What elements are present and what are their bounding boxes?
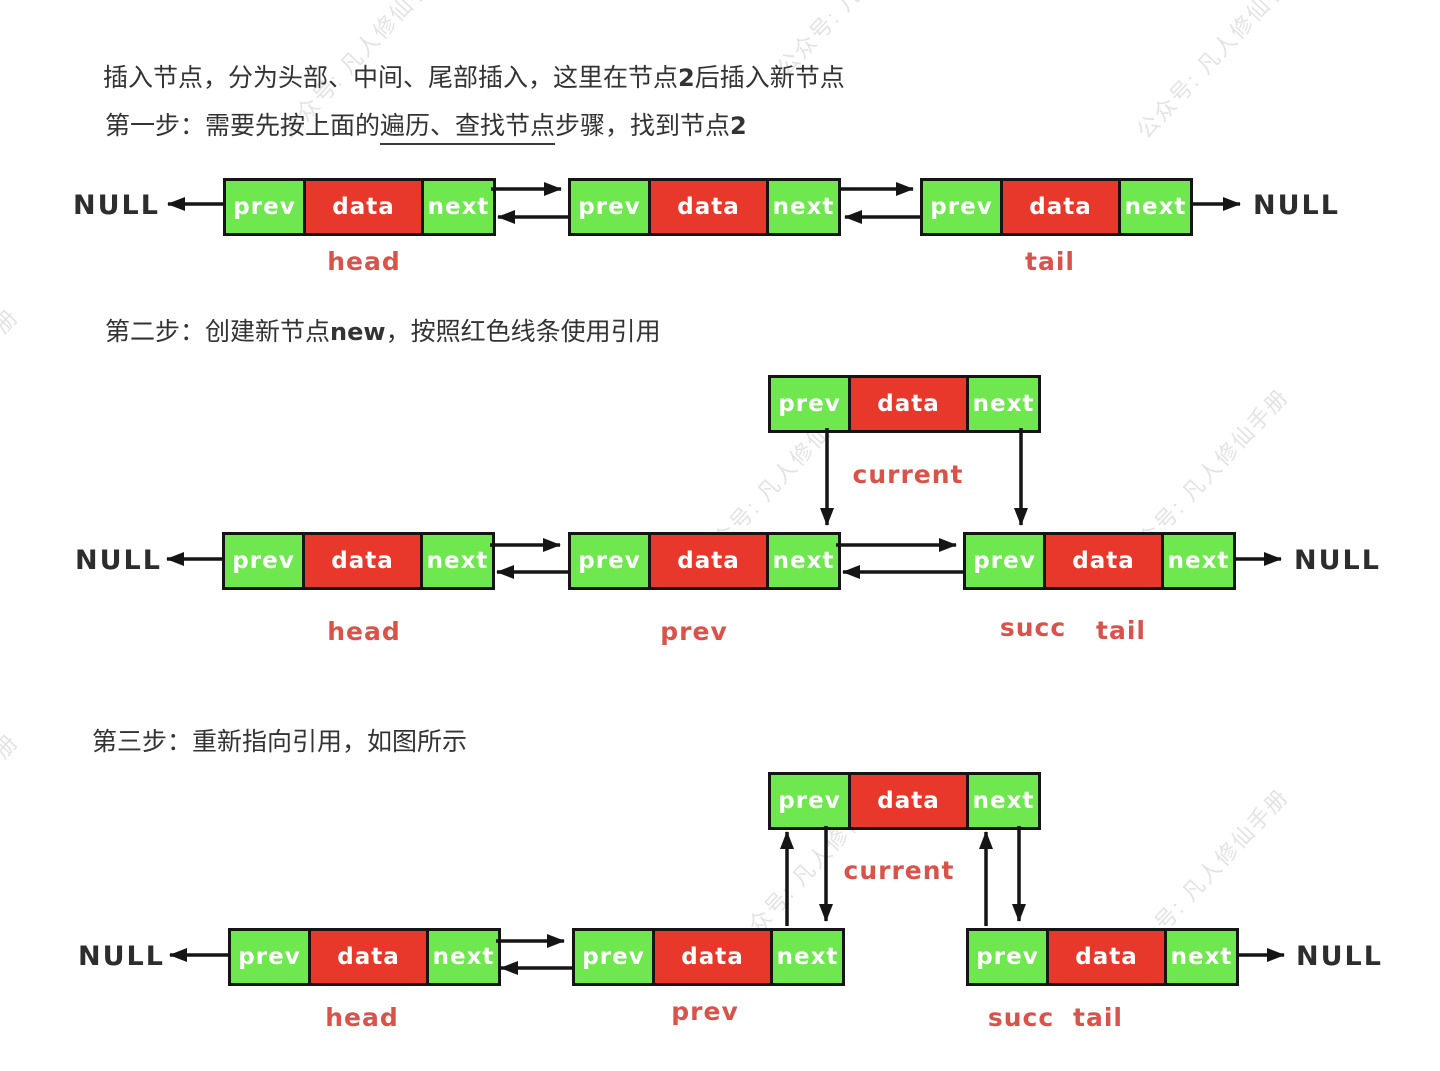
label-tail: tail (1025, 247, 1075, 276)
node-step2-head: prev data next (222, 532, 495, 590)
label-current: current (852, 460, 964, 489)
title-lead: 插入节点，分为头部、中间、尾部插入，这里在节点 (103, 65, 679, 92)
node-cell-data: data (848, 775, 966, 827)
label-tail: tail (1096, 616, 1146, 645)
step3-text: 第三步：重新指向引用，如图所示 (92, 729, 468, 756)
node-step3-current: prev data next (768, 772, 1041, 830)
node-cell-data: data (648, 181, 766, 233)
null-label: NULL (75, 545, 162, 576)
label-prev: prev (671, 997, 739, 1026)
node-cell-prev: prev (225, 535, 302, 587)
node-step1-head: prev data next (223, 178, 496, 236)
label-head: head (327, 617, 401, 646)
node-cell-data: data (848, 378, 966, 430)
label-head: head (325, 1003, 399, 1032)
null-label: NULL (78, 941, 165, 972)
node-cell-prev: prev (771, 378, 848, 430)
node-cell-data: data (652, 931, 770, 983)
watermark: 公众号: 凡人修仙手册 (0, 303, 24, 491)
node-step3-prev: prev data next (572, 928, 845, 986)
node-cell-prev: prev (231, 931, 308, 983)
node-cell-next: next (420, 535, 492, 587)
node-step1-middle: prev data next (568, 178, 841, 236)
node-cell-prev: prev (571, 535, 648, 587)
null-label: NULL (1253, 190, 1340, 221)
node-cell-data: data (1043, 535, 1161, 587)
node-step2-succ-tail: prev data next (963, 532, 1236, 590)
node-step2-current: prev data next (768, 375, 1041, 433)
node-cell-next: next (1118, 181, 1190, 233)
title-tail: 后插入新节点 (694, 65, 845, 92)
node-cell-next: next (770, 931, 842, 983)
node-cell-prev: prev (575, 931, 652, 983)
node-cell-data: data (308, 931, 426, 983)
node-cell-data: data (1000, 181, 1118, 233)
watermark: 公众号: 凡人修仙手册 (1131, 0, 1309, 144)
node-step3-head: prev data next (228, 928, 501, 986)
node-cell-data: data (1046, 931, 1164, 983)
watermark: 公众号: 凡人修仙手册 (0, 728, 24, 916)
node-cell-prev: prev (571, 181, 648, 233)
node-cell-data: data (303, 181, 421, 233)
node-step2-prev: prev data next (568, 532, 841, 590)
label-head: head (327, 247, 401, 276)
label-succ: succ (987, 1003, 1055, 1032)
node-cell-next: next (421, 181, 493, 233)
node-cell-next: next (966, 378, 1038, 430)
step2-line: 第二步：创建新节点new，按照红色线条使用引用 (105, 312, 661, 348)
null-label: NULL (1294, 545, 1381, 576)
node-cell-next: next (766, 535, 838, 587)
node-step1-tail: prev data next (920, 178, 1193, 236)
step3-line: 第三步：重新指向引用，如图所示 (92, 722, 467, 758)
node-cell-data: data (302, 535, 420, 587)
step1-lead: 第一步：需要先按上面的 (105, 113, 381, 140)
node-cell-data: data (648, 535, 766, 587)
label-current: current (843, 856, 955, 885)
label-succ: succ (999, 613, 1067, 642)
title-line: 插入节点，分为头部、中间、尾部插入，这里在节点2后插入新节点 (103, 58, 845, 94)
step1-num: 2 (730, 112, 747, 140)
null-label: NULL (1296, 941, 1383, 972)
title-num: 2 (678, 64, 695, 92)
step2-lead: 第二步：创建新节点 (105, 319, 331, 346)
node-cell-prev: prev (923, 181, 1000, 233)
step1-line: 第一步：需要先按上面的遍历、查找节点步骤，找到节点2 (105, 106, 747, 145)
null-label: NULL (73, 190, 160, 221)
node-cell-next: next (966, 775, 1038, 827)
label-prev: prev (660, 617, 728, 646)
node-cell-prev: prev (966, 535, 1043, 587)
step1-mid: 步骤，找到节点 (555, 113, 731, 140)
node-cell-next: next (766, 181, 838, 233)
step2-tail: ，按照红色线条使用引用 (385, 319, 661, 346)
step2-keyword: new (330, 318, 386, 346)
node-cell-prev: prev (226, 181, 303, 233)
step1-underlined: 遍历、查找节点 (380, 113, 556, 145)
node-cell-prev: prev (771, 775, 848, 827)
node-cell-next: next (1164, 931, 1236, 983)
node-cell-next: next (1161, 535, 1233, 587)
label-tail: tail (1073, 1003, 1123, 1032)
node-step3-succ-tail: prev data next (966, 928, 1239, 986)
node-cell-next: next (426, 931, 498, 983)
node-cell-prev: prev (969, 931, 1046, 983)
